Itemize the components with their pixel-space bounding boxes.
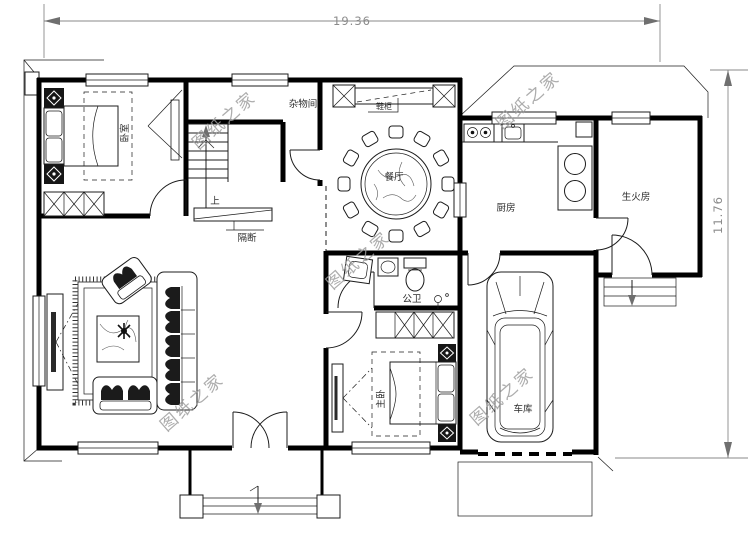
kitchen-fixtures	[462, 121, 593, 211]
dimension-right: 11.76	[615, 69, 748, 459]
room-label-bedroom: 卧室	[119, 123, 131, 142]
stove-stand	[557, 145, 593, 211]
window-living-bottom	[77, 441, 159, 455]
eave-outlines	[23, 59, 709, 472]
armchair	[101, 257, 152, 305]
room-label-dining: 餐厅	[384, 171, 404, 183]
car	[486, 271, 554, 443]
sofa-two-seat	[92, 376, 158, 415]
room-label-garage: 车库	[513, 403, 533, 415]
room-label-bathroom: 公卫	[402, 294, 422, 305]
room-label-master-bedroom: 主卧	[375, 389, 387, 409]
doors	[149, 149, 653, 449]
window-living-left	[32, 295, 46, 387]
master-door	[325, 311, 363, 349]
bathroom-sink	[377, 257, 399, 277]
entrance-porch	[179, 485, 341, 519]
bed-secondary	[63, 105, 119, 167]
toilet	[403, 257, 427, 292]
label-stairs-up: 上	[210, 196, 220, 207]
bedroom-door	[149, 179, 187, 217]
stove	[463, 123, 495, 143]
room-label-storage: 杂物间	[289, 98, 318, 110]
porch-column-right	[316, 494, 341, 519]
window-master-bottom	[351, 441, 431, 455]
sofa-long	[156, 271, 198, 411]
fireroom-steps	[603, 277, 677, 307]
master-bedroom-furniture	[331, 311, 457, 442]
window-storage-top	[231, 73, 289, 87]
dimension-top: 19.36	[43, 4, 661, 62]
floor-drain	[434, 293, 449, 309]
bedroom-wardrobe	[43, 191, 105, 217]
room-label-kitchen: 厨房	[496, 202, 515, 214]
window-bedroom-top	[85, 73, 149, 87]
coffee-table	[96, 315, 140, 363]
dim-height-text: 11.76	[711, 196, 725, 234]
room-labels: 卧室 杂物间 鞋柜 餐厅 厨房 生火房 公卫 主卧 车库 上 隔断	[119, 98, 650, 415]
entry-cabinets	[332, 84, 456, 113]
bed-master	[389, 361, 457, 425]
stairhall-door	[289, 149, 321, 181]
fireroom-exterior-door	[611, 234, 653, 276]
bedroom-furniture	[43, 88, 183, 217]
plant	[117, 323, 131, 339]
dining-table	[337, 125, 455, 243]
window-fireroom-top	[611, 111, 651, 125]
dim-width-text: 19.36	[333, 14, 371, 28]
kitchen-garage-door	[467, 252, 501, 286]
room-label-fire-room: 生火房	[622, 191, 651, 203]
living-room-furniture	[46, 257, 198, 415]
driveway-apron	[457, 461, 593, 517]
window-dining-kitchen	[453, 182, 467, 218]
windows	[32, 73, 651, 455]
kitchen-sink	[501, 123, 525, 143]
entrance-double-door	[232, 411, 288, 449]
master-wardrobe	[375, 311, 455, 339]
staircase	[188, 122, 273, 231]
porch-column-left	[179, 494, 204, 519]
bathroom-fixtures	[342, 255, 449, 309]
partition-under-stairs	[193, 207, 273, 231]
label-shoe-cabinet: 鞋柜	[376, 101, 392, 111]
kitchen-fireroom-door	[595, 217, 629, 251]
label-partition: 隔断	[237, 232, 257, 244]
garage	[457, 271, 593, 517]
